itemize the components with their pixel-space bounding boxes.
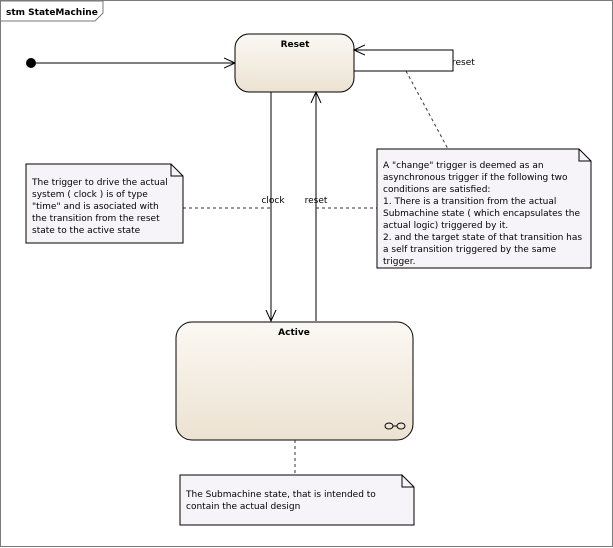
state-reset[interactable] xyxy=(234,33,355,93)
transition-reset-self-label: reset xyxy=(452,58,475,68)
transition-reset-self[interactable] xyxy=(354,50,454,72)
note-submachine-text: The Submachine state, that is intended t… xyxy=(186,490,376,512)
state-active[interactable] xyxy=(175,321,414,441)
frame-title: stm StateMachine xyxy=(6,8,98,18)
submachine-icon xyxy=(384,422,406,430)
transition-reset-label: reset xyxy=(305,196,328,206)
note-trigger-text: The trigger to drive the actual system (… xyxy=(32,178,168,236)
frame-tab xyxy=(1,1,104,22)
transition-clock-label: clock xyxy=(261,196,285,206)
note-change-text: A "change" trigger is deemed as an async… xyxy=(383,161,583,267)
initial-state-dot[interactable] xyxy=(26,58,36,68)
state-reset-name: Reset xyxy=(281,40,310,50)
note-connector-change-to-self xyxy=(405,70,449,150)
state-active-name: Active xyxy=(278,328,310,338)
note-submachine-shape xyxy=(179,474,415,526)
note-trigger-shape xyxy=(25,163,184,244)
note-change-shape xyxy=(376,148,592,269)
